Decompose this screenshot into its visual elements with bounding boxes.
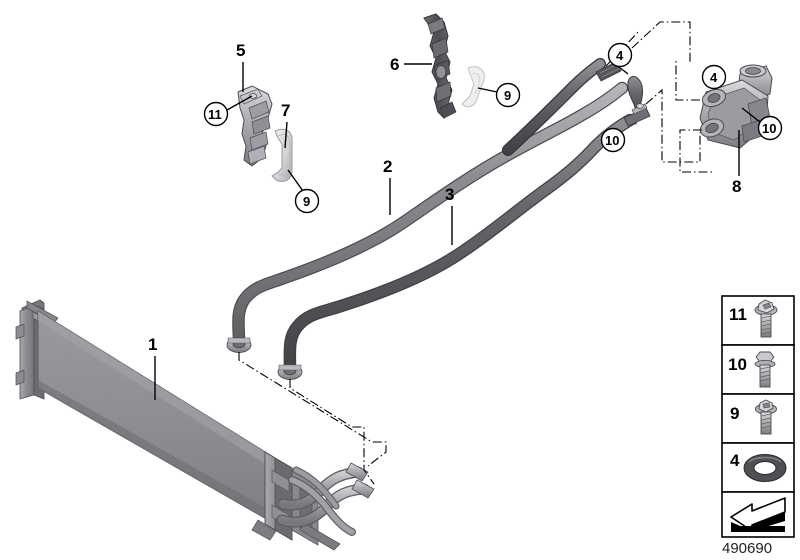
mounting-bracket-6 [423, 13, 457, 119]
flange-screw-icon [755, 399, 777, 435]
legend-number-9: 9 [730, 404, 739, 423]
legend-row-11 [721, 295, 795, 346]
diagram-number: 490690 [722, 540, 772, 557]
legend-row-10 [721, 344, 795, 395]
leader-10b [741, 107, 761, 123]
callout-label-9b: 9 [303, 194, 310, 209]
callout-circle-4a [607, 42, 633, 68]
leader-9b [287, 169, 304, 192]
oil-cooler-line-upper-branch [502, 58, 606, 156]
callout-label-8: 8 [732, 177, 741, 196]
hex-bolt-icon [754, 351, 776, 388]
cooler-pipe-ends [345, 462, 375, 499]
callout-circle-11 [203, 101, 229, 127]
legend-box: 11 10 9 [721, 295, 795, 557]
arrow-icon [730, 497, 786, 532]
callout-label-3: 3 [445, 185, 454, 204]
callout-label-4a: 4 [616, 48, 624, 63]
callout-label-5: 5 [236, 41, 245, 60]
callout-circle-9b [294, 188, 320, 214]
callout-label-11: 11 [208, 107, 222, 122]
callout-label-2: 2 [383, 157, 392, 176]
hose-end-fitting-left [226, 337, 252, 353]
hose-hook-end [623, 75, 651, 127]
callout-label-6: 6 [390, 55, 399, 74]
legend-number-4: 4 [730, 451, 740, 470]
hose-collar [595, 61, 622, 82]
callout-circle-4b [701, 64, 727, 90]
holder-bracket-5 [237, 85, 273, 167]
flange-bolt-icon [754, 299, 778, 338]
callout-circle-9a [495, 82, 521, 108]
callout-label-9a: 9 [504, 88, 511, 103]
leader-11 [226, 95, 253, 111]
callout-label-10a: 10 [605, 133, 619, 148]
callout-circle-10a [600, 127, 626, 153]
callout-label-4b: 4 [710, 70, 718, 85]
leader-9a [477, 87, 498, 93]
callout-label-1: 1 [148, 335, 157, 354]
callout-label-10b: 10 [762, 121, 776, 136]
leader-7 [284, 121, 288, 149]
cooler-outlet-pipes [276, 466, 370, 536]
transmission-oil-cooler [15, 299, 375, 551]
oil-cooler-lines [232, 81, 637, 377]
retaining-clip-7 [271, 128, 293, 183]
legend-number-11: 11 [729, 305, 747, 324]
callout-circle-10b [757, 115, 783, 141]
hose-end-fitting-right [277, 364, 303, 380]
o-ring-icon [743, 454, 787, 482]
legend-number-10: 10 [728, 355, 747, 374]
legend-row-9 [721, 393, 795, 444]
callout-label-7: 7 [281, 101, 290, 120]
clip-9-bracket [461, 66, 485, 108]
